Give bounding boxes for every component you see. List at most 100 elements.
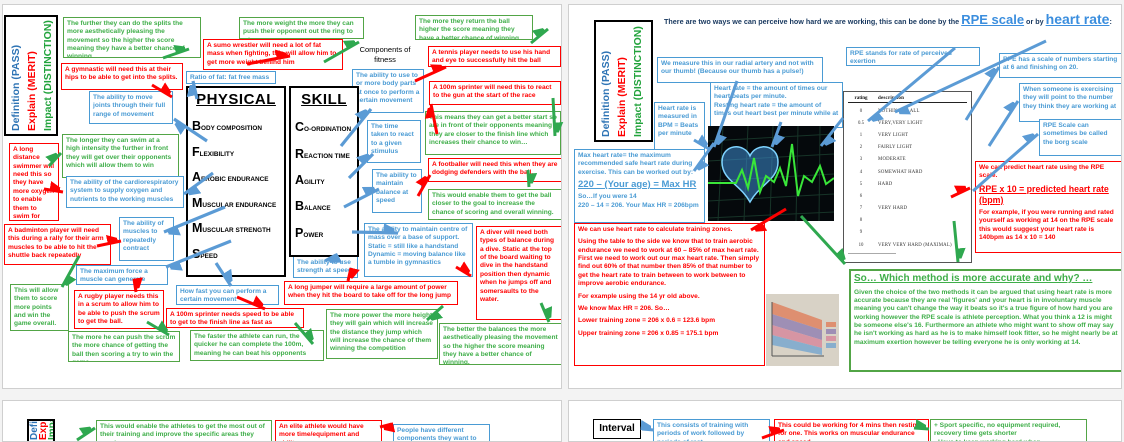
rating-cell: 0 [859, 108, 863, 114]
components-of-fitness-label: Components of fitness [359, 45, 411, 64]
rating-cell: 7 [859, 206, 863, 212]
description-cell: SOMEWHAT HARD [878, 169, 923, 175]
definition-balance: The ability to maintain centre of mass o… [364, 223, 473, 277]
definition-note-components-focus: People have different components they wa… [393, 424, 490, 441]
physical-item-body-composition: Body composition [192, 119, 262, 134]
example-note-sumo: A sumo wrestler will need a lot of fat m… [203, 39, 343, 70]
legend-definition: Definition (PASS) [600, 50, 612, 137]
definition-interval-training: This consists of training with periods o… [653, 419, 770, 441]
table-citation-mark [848, 253, 896, 255]
definition-agility: The ability to maintain balance at speed [372, 169, 422, 213]
table-row: 8 [848, 215, 967, 227]
physical-title: PHYSICAL [196, 91, 276, 108]
heart-rate-def: the amount of times our heart beats per … [714, 85, 828, 101]
legend-impact: Impact (DISTINCTION) [42, 20, 54, 131]
key-legend-text: Definition (PASS) Explain (MERIT) Impact… [596, 22, 648, 140]
rating-cell: 8 [859, 218, 863, 224]
example-note-badminton: A badminton player will need this during… [4, 224, 111, 265]
training-zones-chart-photo [766, 294, 839, 366]
page-rpe-heart-rate: Definition (PASS) Explain (MERIT) Impact… [568, 4, 1122, 389]
example-note-swimmer: A long distance swimmer will need this s… [9, 143, 59, 221]
interval-pros: + Sport specific, no equipment required,… [934, 422, 1061, 438]
description-cell: MODERATE [878, 157, 906, 163]
description-cell: VERY,VERY LIGHT [878, 120, 923, 126]
zones-line3: For example using the 14 yr old above. [578, 292, 700, 300]
heart-rate-term: Heart rate = [714, 85, 753, 92]
max-hr-example-intro: So…If you were 14 [578, 193, 637, 201]
example-note-tennis: A tennis player needs to use his hand an… [428, 46, 561, 67]
definition-body-composition: Ratio of fat: fat free mass [186, 71, 276, 84]
skill-item-reaction-time: Reaction time [295, 146, 350, 161]
key-legend-sidebar: Definition (PASS) Explain (MERIT) Impact… [594, 20, 653, 142]
predict-line2: For example, if you were running and rat… [979, 209, 1114, 242]
example-note-rugby: A rugby player needs this in a scrum to … [74, 290, 164, 329]
title-prefix: There are two ways we can perceive how h… [664, 17, 962, 26]
definition-heart-rate: Heart rate = the amount of times our hea… [710, 82, 843, 128]
note-predict-heart-rate: We can predict heart rate using the RPE … [975, 161, 1121, 253]
rating-cell: 5 [859, 181, 863, 187]
impact-note-splits: The further they can do the splits the m… [63, 17, 201, 58]
example-note-sprinter-react: A 100m sprinter will need this to react … [429, 81, 561, 105]
heart-ecg-graphic [708, 126, 834, 221]
legend-impact: Impact (DISTINCTION) [47, 421, 53, 440]
skill-item-coordination: Co-ordination [295, 120, 352, 135]
definition-max-heart-rate: Max heart rate= the maximum recommended … [574, 149, 705, 223]
title-or: or by [1024, 17, 1046, 26]
description-cell: VERY LIGHT [878, 132, 909, 138]
impact-note-training: This would enable the athletes to get th… [96, 420, 272, 441]
physical-item-flexibility: Flexibility [192, 144, 235, 159]
rating-cell: 4 [859, 169, 863, 175]
conclusion-note: So… Which method is more accurate and wh… [849, 269, 1121, 372]
rating-cell: 9 [859, 230, 863, 236]
table-row: 6 [848, 190, 967, 202]
rating-cell: 10 [858, 242, 864, 248]
zones-lower: Lower training zone = 206 x 0.6 = 123.6 … [578, 317, 716, 325]
table-row: 9 [848, 227, 967, 239]
conclusion-body: Given the choice of the two methods it c… [854, 288, 1118, 346]
max-hr-example: 220 – 14 = 206. Your Max HR = 206bpm [578, 201, 699, 209]
note-bpm: Heart rate is measured in BPM = Beats pe… [654, 102, 705, 152]
table-row: 4 SOMEWHAT HARD [848, 166, 967, 178]
page-bottom-right-partial: Interval This consists of training with … [568, 400, 1122, 442]
description-cell: FAIRLY LIGHT [878, 145, 913, 151]
skill-components-list: SKILL Co-ordination Reaction time Agilit… [289, 86, 359, 257]
skill-title: SKILL [301, 91, 347, 108]
physical-item-muscular-strength: Muscular strength [192, 221, 271, 236]
description-cell: HARD [878, 181, 893, 187]
physical-components-list: PHYSICAL Body composition Flexibility Ae… [186, 86, 286, 277]
description-cell: VERY HARD [878, 206, 908, 212]
description-cell: NOTHING AT ALL [878, 108, 920, 114]
table-row: 7 VERY HARD [848, 203, 967, 215]
page-title: There are two ways we can perceive how h… [664, 11, 1121, 29]
conclusion-heading: So… Which method is more accurate and wh… [854, 273, 1093, 284]
zones-line1: We can use heart rate to calculate train… [578, 226, 733, 233]
title-end: : [1109, 17, 1112, 26]
title-heart-rate: heart rate [1045, 11, 1110, 27]
table-row: 3 MODERATE [848, 154, 967, 166]
rating-cell: 3 [859, 157, 863, 163]
impact-note-interval: + Sport specific, no equipment required,… [930, 419, 1087, 441]
example-note-sprinter-speed: A 100m sprinter needs speed to be able t… [166, 308, 304, 328]
impact-note-swim: The longer they can swim at a high inten… [62, 134, 179, 178]
key-legend-sidebar-partial: Definition (PASS) Explain (MERIT) Impact… [27, 419, 55, 441]
example-note-interval: This could be working for 4 mins then re… [774, 419, 929, 441]
heart-ecg-image [708, 126, 834, 221]
max-hr-formula: 220 – (Your age) = Max HR [578, 179, 697, 191]
definition-coordination: The ability to use to or more body parts… [352, 69, 424, 113]
example-note-longjump: A long jumper will require a large amoun… [284, 281, 458, 305]
table-row: 5 HARD [848, 178, 967, 190]
impact-note-sprint: The faster the athlete can run, the quic… [190, 330, 324, 361]
impact-note-badminton: This will allow them to score more point… [10, 284, 69, 331]
page-components-of-fitness: Definition (PASS) Explain (MERIT) Impact… [2, 4, 562, 389]
legend-explain: Explain (MERIT) [616, 57, 628, 137]
legend-explain: Explain (MERIT) [26, 51, 38, 131]
definition-muscular-strength: The maximum force a muscle can generate [76, 265, 168, 285]
impact-note-rugby: The more he can push the scrum the more … [68, 331, 180, 362]
example-note-elite-athlete: An elite athlete would have more time/eq… [275, 420, 382, 441]
zones-line2: Using the table to the side we know that… [578, 238, 759, 288]
